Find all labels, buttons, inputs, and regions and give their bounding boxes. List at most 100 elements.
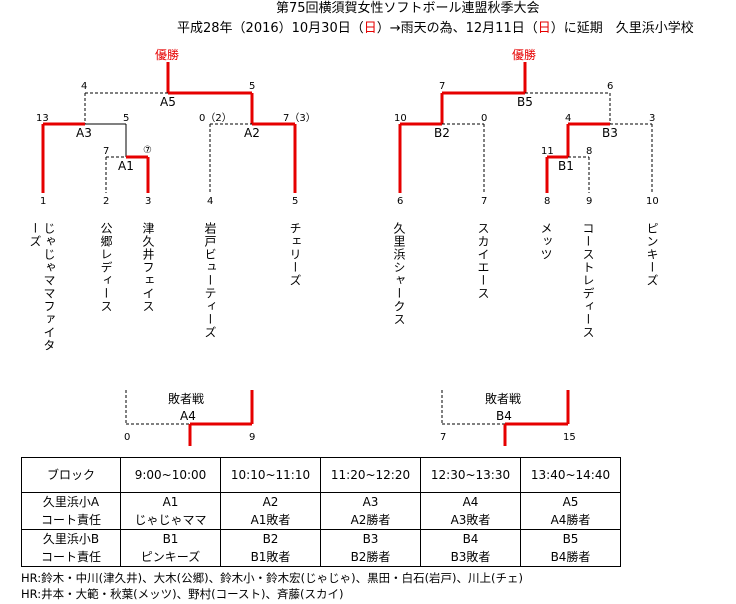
- schedule-header-slot3: 11:20~12:20: [320, 457, 421, 493]
- team-cherries: チェリーズ: [288, 222, 302, 287]
- b2-left-score: 10: [394, 113, 407, 124]
- b1-right-score: 8: [586, 146, 593, 157]
- seed-7: 7: [481, 196, 488, 207]
- a1-label: A1: [118, 159, 134, 173]
- date-pre: 平成28年（2016）10月30日（: [177, 21, 364, 36]
- seed-4: 4: [207, 196, 214, 207]
- a1-right-score: ⑦: [143, 145, 152, 156]
- row-block: コート責任: [21, 511, 121, 530]
- team-jaja-mama-fighters: じゃじゃママファイターズ: [28, 222, 56, 352]
- team-sky-ace: スカイエース: [476, 222, 490, 300]
- row-game: A3: [320, 492, 421, 511]
- date-post: ）に延期 久里浜小学校: [550, 21, 694, 36]
- row-duty: A3敗者: [420, 511, 521, 530]
- a4-label: A4: [180, 409, 196, 423]
- a5-left-score: 4: [81, 81, 88, 92]
- page-title: 第75回横須賀女性ソフトボール連盟秋季大会: [276, 1, 540, 16]
- b5-label: B5: [517, 95, 533, 109]
- row-game: B3: [320, 529, 421, 548]
- team-iwato-beauties: 岩戸ビューティーズ: [203, 222, 217, 339]
- row-duty: A1敗者: [220, 511, 321, 530]
- team-mets: メッツ: [539, 222, 553, 261]
- row-game: A4: [420, 492, 521, 511]
- table-row: コート責任 じゃじゃママ A1敗者 A2勝者 A3敗者 A4勝者: [21, 511, 621, 530]
- team-kurihama-sharks: 久里浜シャークス: [392, 222, 406, 326]
- row-duty: B2勝者: [320, 548, 421, 567]
- row-duty: ピンキーズ: [120, 548, 221, 567]
- date-day1: 日: [363, 21, 377, 36]
- a1-left-score: 7: [103, 146, 110, 157]
- schedule-header-block: ブロック: [21, 457, 121, 493]
- a3-right-score: 5: [123, 113, 130, 124]
- a3-label: A3: [76, 126, 92, 140]
- b4-left-score: 7: [440, 432, 447, 443]
- schedule-header-slot2: 10:10~11:10: [220, 457, 321, 493]
- table-row: 久里浜小A A1 A2 A3 A4 A5: [21, 492, 621, 511]
- seed-8: 8: [544, 196, 551, 207]
- b3-left-score: 4: [565, 113, 572, 124]
- b4-label: B4: [496, 409, 512, 423]
- b2-label: B2: [434, 126, 450, 140]
- seed-6: 6: [397, 196, 404, 207]
- a5-label: A5: [160, 95, 176, 109]
- b5-right-score: 6: [607, 81, 614, 92]
- row-duty: じゃじゃママ: [120, 511, 221, 530]
- a2-right-score: 7（3）: [283, 113, 316, 124]
- seed-5: 5: [292, 196, 299, 207]
- a5-right-score: 5: [249, 81, 256, 92]
- a4-title: 敗者戦: [168, 392, 205, 406]
- row-duty: B4勝者: [520, 548, 621, 567]
- row-block: コート責任: [21, 548, 121, 567]
- b3-right-score: 3: [649, 113, 656, 124]
- a3-left-score: 13: [36, 113, 49, 124]
- date-day2: 日: [537, 21, 551, 36]
- seed-1: 1: [40, 196, 47, 207]
- row-game: A1: [120, 492, 221, 511]
- b1-left-score: 11: [541, 146, 554, 157]
- row-duty: B3敗者: [420, 548, 521, 567]
- seed-2: 2: [103, 196, 110, 207]
- b4-right-score: 15: [563, 432, 576, 443]
- seed-3: 3: [145, 196, 152, 207]
- table-row: コート責任 ピンキーズ B1敗者 B2勝者 B3敗者 B4勝者: [21, 548, 621, 567]
- row-duty: A2勝者: [320, 511, 421, 530]
- row-block: 久里浜小B: [21, 529, 121, 548]
- b3-label: B3: [602, 126, 618, 140]
- seed-9: 9: [586, 196, 593, 207]
- row-game: B5: [520, 529, 621, 548]
- row-game: B4: [420, 529, 521, 548]
- schedule-header-slot4: 12:30~13:30: [420, 457, 521, 493]
- b2-right-score: 0: [481, 113, 488, 124]
- team-kugo-ladies: 公郷レディース: [99, 222, 113, 313]
- team-pinkies: ピンキーズ: [645, 222, 659, 287]
- hr-note-2: HR:井本・大範・秋葉(メッツ)、野村(コースト)、斉藤(スカイ): [21, 587, 344, 601]
- team-coast-ladies: コーストレディース: [581, 222, 595, 339]
- event-date-line: 平成28年（2016）10月30日（日）→雨天の為、12月11日（日）に延期 久…: [177, 22, 694, 36]
- a4-left-score: 0: [124, 432, 131, 443]
- schedule-table: ブロック 9:00~10:00 10:10~11:10 11:20~12:20 …: [21, 457, 621, 567]
- b5-left-score: 7: [439, 81, 446, 92]
- row-game: A5: [520, 492, 621, 511]
- left-champion-label: 優勝: [155, 48, 180, 62]
- row-game: B2: [220, 529, 321, 548]
- row-game: B1: [120, 529, 221, 548]
- b1-label: B1: [558, 159, 574, 173]
- a2-left-score: 0（2）: [199, 113, 232, 124]
- schedule-header-slot1: 9:00~10:00: [120, 457, 221, 493]
- row-block: 久里浜小A: [21, 492, 121, 511]
- hr-note-1: HR:鈴木・中川(津久井)、大木(公郷)、鈴木小・鈴木宏(じゃじゃ)、黒田・白石…: [21, 571, 524, 585]
- team-tsukui-face: 津久井フェイス: [141, 222, 155, 313]
- row-duty: B1敗者: [220, 548, 321, 567]
- right-champion-label: 優勝: [512, 48, 537, 62]
- table-row: 久里浜小B B1 B2 B3 B4 B5: [21, 529, 621, 548]
- schedule-header-row: ブロック 9:00~10:00 10:10~11:10 11:20~12:20 …: [21, 457, 621, 493]
- row-game: A2: [220, 492, 321, 511]
- schedule-header-slot5: 13:40~14:40: [520, 457, 621, 493]
- seed-10: 10: [646, 196, 659, 207]
- a4-right-score: 9: [249, 432, 256, 443]
- a2-label: A2: [244, 126, 260, 140]
- b4-title: 敗者戦: [485, 392, 522, 406]
- row-duty: A4勝者: [520, 511, 621, 530]
- date-mid: ）→雨天の為、12月11日（: [376, 21, 538, 36]
